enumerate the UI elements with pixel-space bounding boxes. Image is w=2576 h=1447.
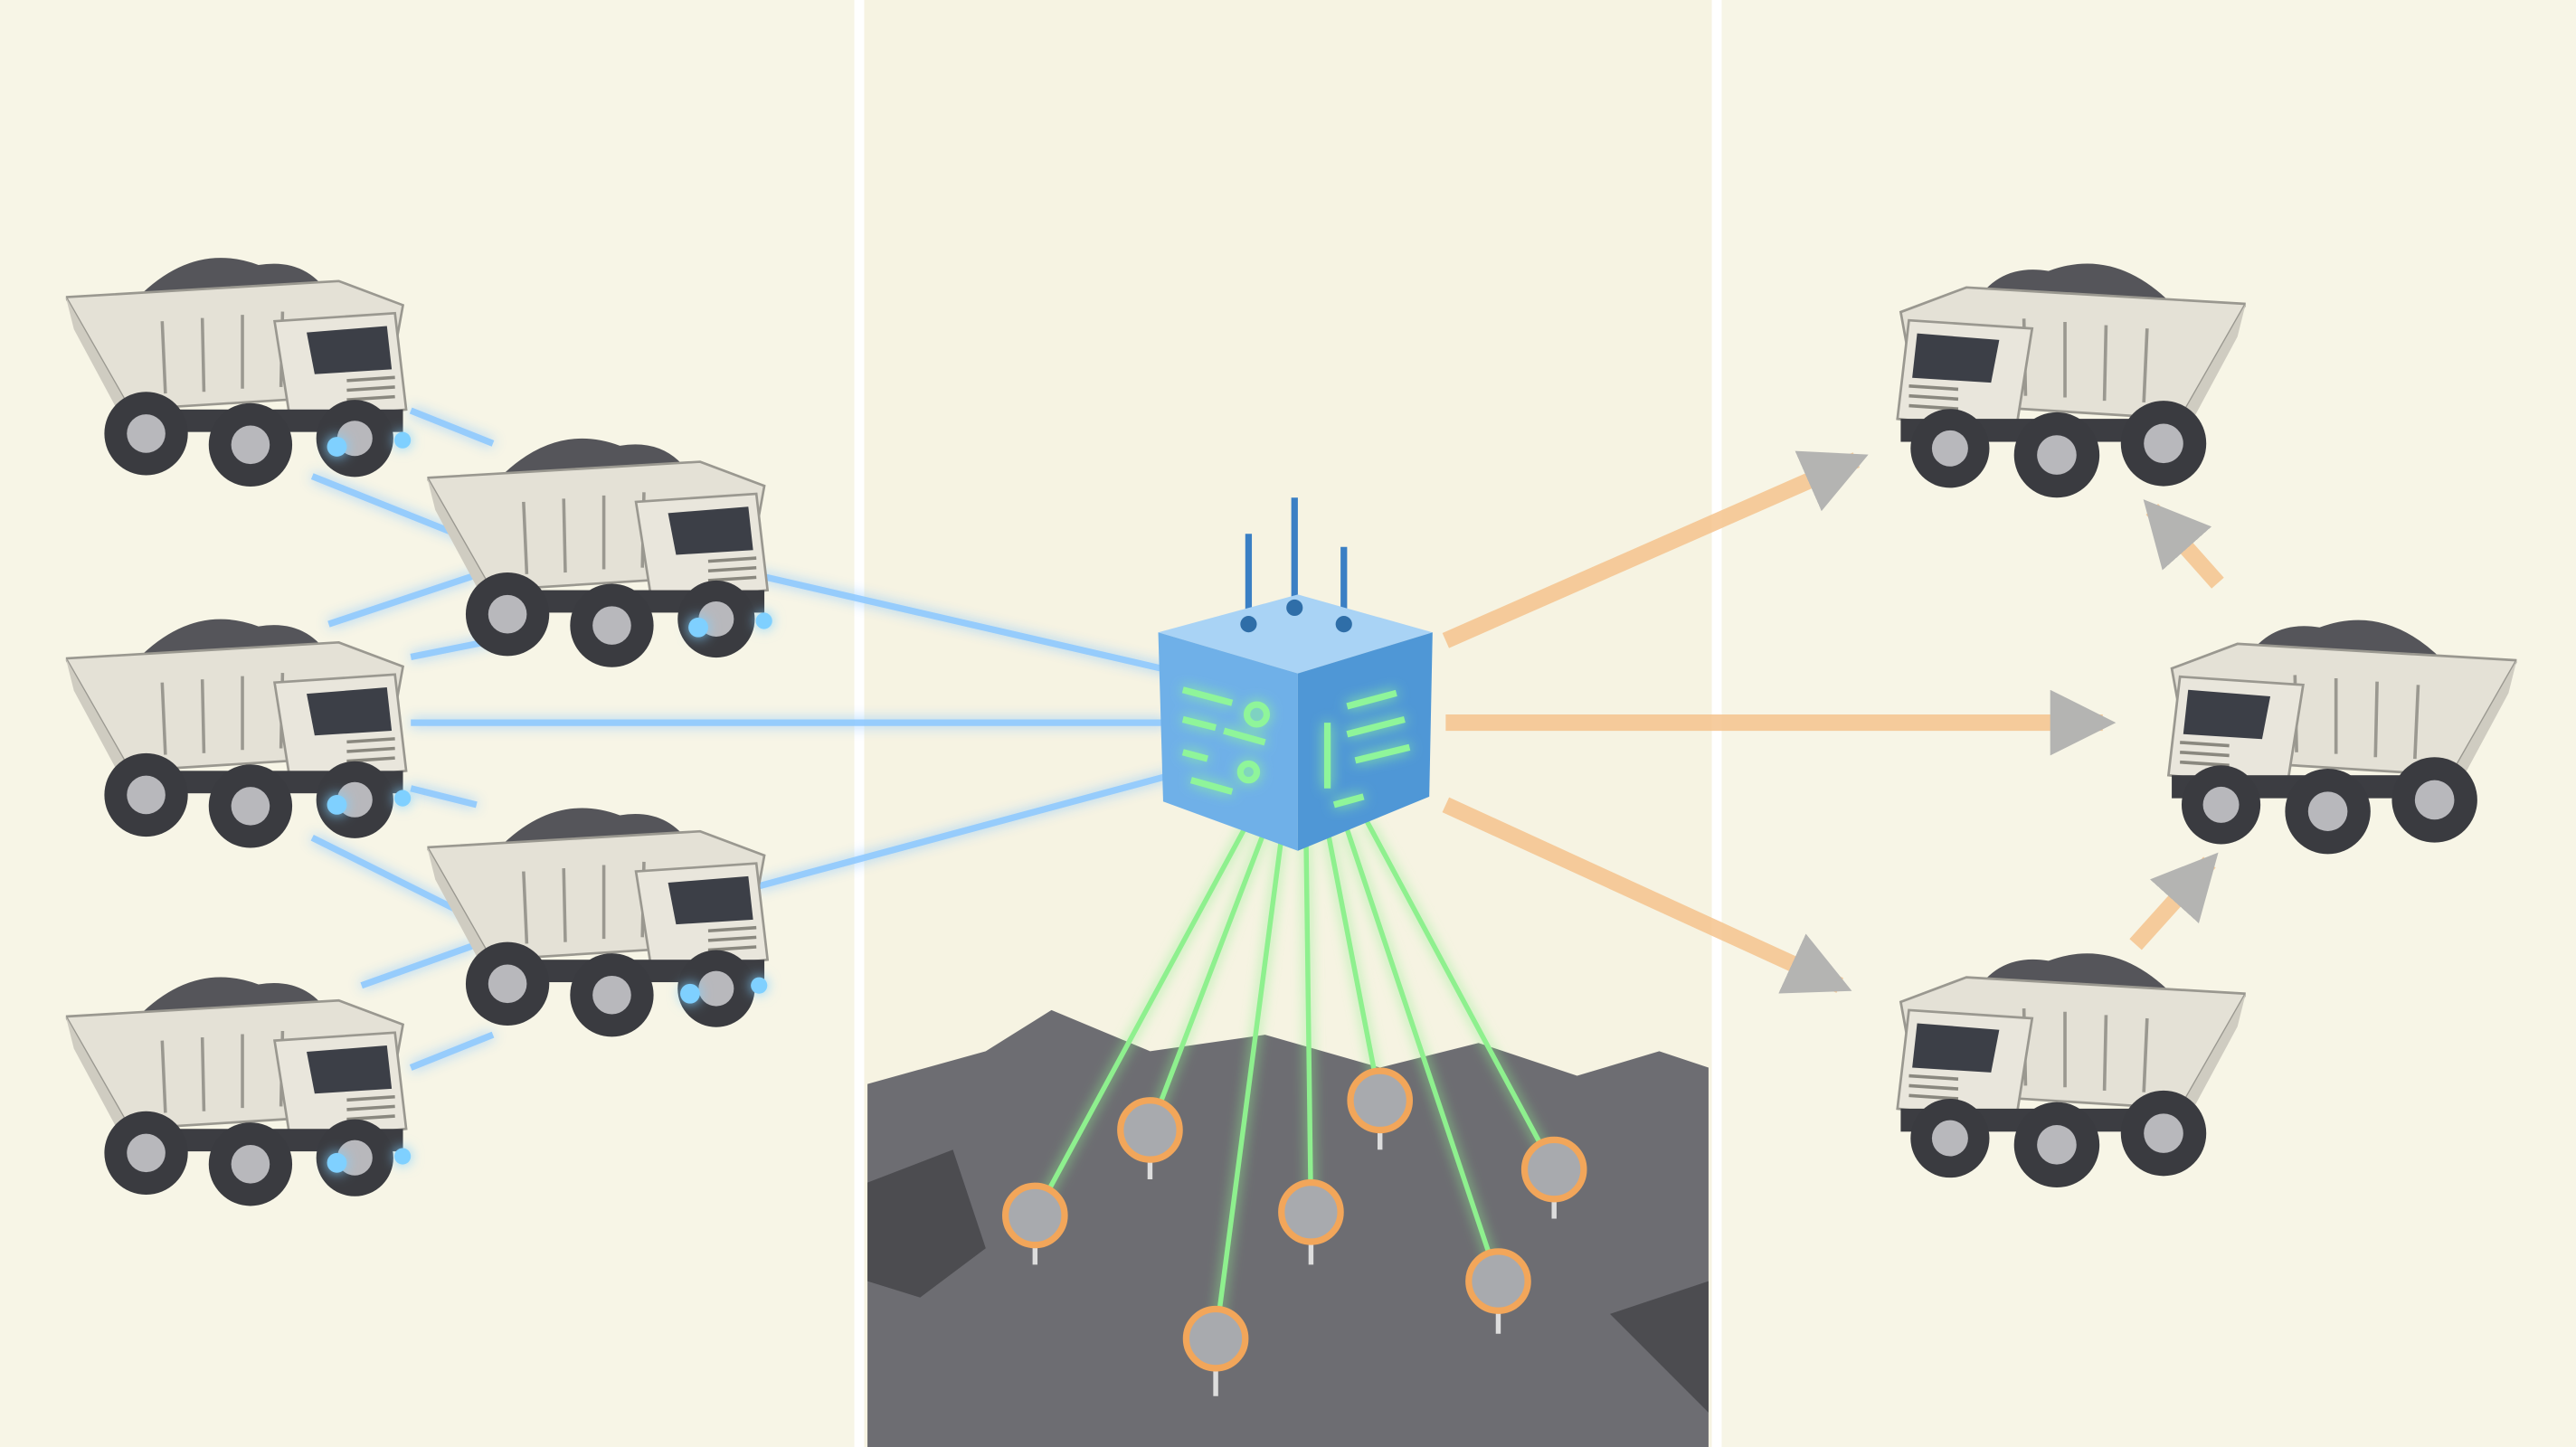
headlights	[327, 431, 772, 1173]
ground-sensor-icon	[1278, 1178, 1344, 1265]
arrow-icon	[1442, 450, 1869, 648]
left-fleet	[65, 256, 772, 1208]
ground-sensor-icon	[1347, 1067, 1414, 1150]
ground-sensor-icon	[1182, 1305, 1249, 1396]
arrow-icon	[1442, 797, 1852, 994]
arrow-icon	[2143, 499, 2224, 589]
orange-arrows	[1442, 450, 2224, 994]
ground-sensor-icon	[1520, 1136, 1587, 1219]
circuit-pattern	[1181, 686, 1411, 809]
terrain-shade	[867, 1149, 1709, 1413]
ground-sensor-icon	[1001, 1182, 1068, 1265]
ai-hub-cube-icon	[1158, 497, 1433, 851]
ground-sensor-icon	[1117, 1097, 1183, 1179]
green-links	[1032, 819, 1557, 1339]
ground-sensors	[1001, 1067, 1587, 1396]
ground-sensor-icon	[1465, 1248, 1531, 1334]
arrow-icon	[2129, 852, 2219, 950]
